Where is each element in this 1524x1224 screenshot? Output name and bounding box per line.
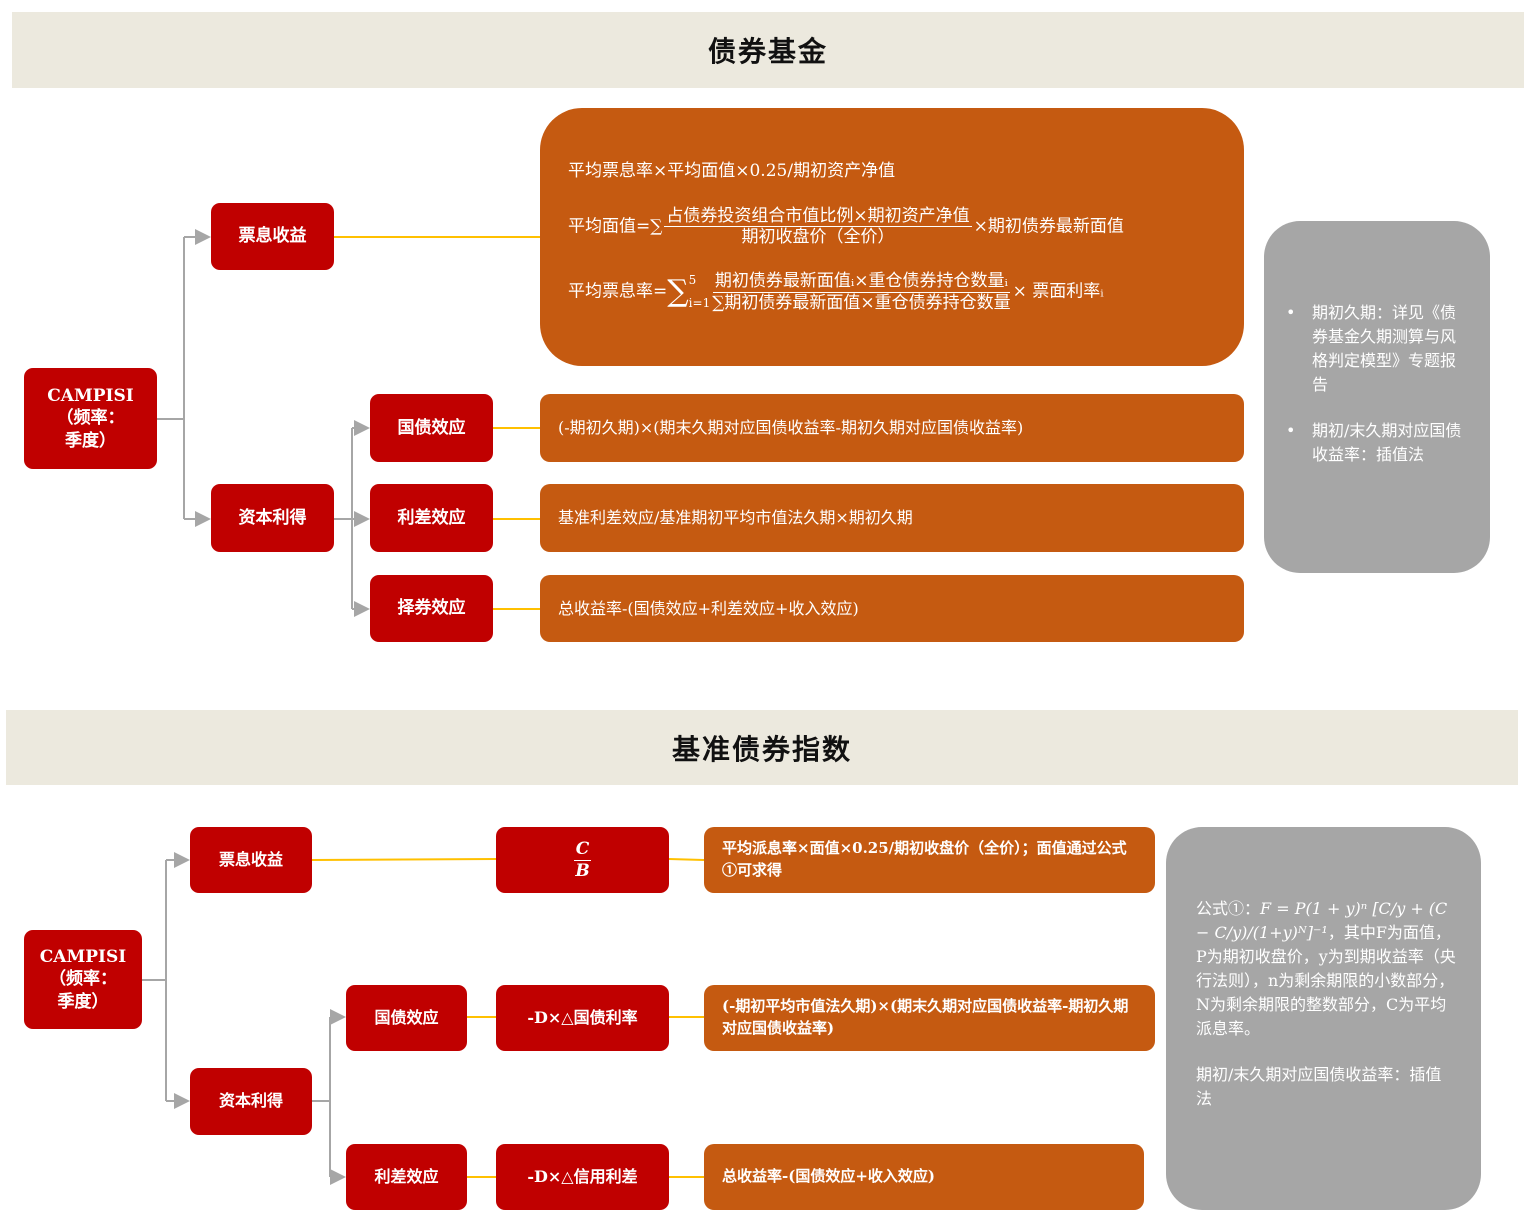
denominator: 期初收盘价（全价）: [741, 227, 895, 248]
root-line: （频率：: [56, 408, 125, 429]
coupon-formula-box: 平均票息率×平均面值×0.25/期初资产净值 平均面值=∑占债券投资组合市值比例…: [540, 108, 1244, 366]
campisi-root-node: CAMPISI（频率：季度）: [24, 368, 157, 469]
sum-lower: i=1: [688, 296, 711, 311]
note-item: • 期初/末久期对应国债收益率：插值法: [1286, 419, 1462, 467]
treasury-effect-node: 国债效应: [370, 394, 493, 462]
formula-text: 平均面值=∑: [568, 216, 663, 237]
bullet: •: [1286, 421, 1296, 440]
note-item: • 期初久期：详见《债券基金久期测算与风格判定模型》专题报告: [1286, 301, 1462, 397]
section-header-benchmark-index: 基准债券指数: [6, 710, 1518, 785]
credit-spread-change-node: -D×△信用利差: [496, 1144, 669, 1210]
spread-effect-node: 利差效应: [370, 484, 493, 552]
coupon-formula-box: 平均派息率×面值×0.25/期初收盘价（全价）；面值通过公式①可求得: [704, 827, 1155, 893]
formula-note: 公式①：F = P(1 + y)ⁿ [C/y + (C − C/y)/(1+y)…: [1196, 897, 1457, 1041]
root-line: 季度）: [64, 430, 116, 451]
formula-text: 平均票息率=: [568, 281, 668, 302]
formula-text: ×期初债券最新面值: [973, 216, 1124, 237]
connector: [157, 237, 185, 519]
note-text: 期初久期：详见《债券基金久期测算与风格判定模型》专题报告: [1312, 303, 1457, 394]
sum-upper: 5: [688, 273, 697, 288]
face-value-formula: F = P(1 + y)ⁿ [C/y + (C − C/y)/(1+y)ᴺ]⁻¹: [1196, 899, 1448, 942]
root-line: （频率：: [48, 969, 117, 990]
formula-line: 平均票息率×平均面值×0.25/期初资产净值: [568, 160, 896, 181]
coupon-income-node: 票息收益: [211, 203, 334, 270]
formula-explanation: ，其中F为面值，P为期初收盘价，y为到期收益率（央行法则），n为剩余期限的小数部…: [1196, 923, 1456, 1038]
spread-effect-formula: 总收益率-(国债效应+收入效应): [704, 1144, 1144, 1210]
denominator: ∑期初债券最新面值×重仓债券持仓数量: [712, 292, 1011, 313]
treasury-effect-formula: (-期初平均市值法久期)×(期末久期对应国债收益率-期初久期对应国债收益率): [704, 985, 1155, 1051]
link-line: [668, 858, 705, 861]
capital-gain-node: 资本利得: [190, 1068, 312, 1135]
note-text: 期初/末久期对应国债收益率：插值法: [1196, 1065, 1442, 1108]
treasury-effect-node: 国债效应: [346, 985, 467, 1051]
fraction: 占债券投资组合市值比例×期初资产净值期初收盘价（全价）: [664, 205, 972, 248]
coupon-income-node: 票息收益: [190, 827, 312, 893]
campisi-root-node: CAMPISI（频率：季度）: [24, 930, 142, 1029]
selection-effect-node: 择券效应: [370, 575, 493, 642]
section-title: 基准债券指数: [671, 732, 852, 766]
treasury-effect-formula: (-期初久期)×(期末久期对应国债收益率-期初久期对应国债收益率): [540, 394, 1244, 462]
note-text: 期初/末久期对应国债收益率：插值法: [1312, 421, 1462, 464]
numerator: 占债券投资组合市值比例×期初资产净值: [664, 205, 972, 228]
notes-box-bottom: 公式①：F = P(1 + y)ⁿ [C/y + (C − C/y)/(1+y)…: [1166, 827, 1481, 1210]
treasury-rate-change-node: -D×△国债利率: [496, 985, 669, 1051]
root-line: CAMPISI: [39, 947, 127, 968]
spread-effect-formula: 基准利差效应/基准期初平均市值法久期×期初久期: [540, 484, 1244, 552]
root-line: CAMPISI: [47, 386, 134, 407]
connector: [142, 860, 167, 1101]
formula-label: 公式①：: [1196, 899, 1261, 918]
sum-symbol: ∑: [667, 274, 689, 310]
connector: [312, 1017, 331, 1177]
numerator: 期初债券最新面值ᵢ×重仓债券持仓数量ᵢ: [712, 271, 1010, 293]
section-header-bond-fund: 债券基金: [12, 12, 1524, 88]
fraction: 期初债券最新面值ᵢ×重仓债券持仓数量ᵢ∑期初债券最新面值×重仓债券持仓数量: [712, 271, 1010, 313]
formula-line: 平均面值=∑占债券投资组合市值比例×期初资产净值期初收盘价（全价）×期初债券最新…: [568, 206, 1124, 248]
section-title: 债券基金: [707, 35, 828, 68]
capital-gain-node: 资本利得: [211, 484, 334, 552]
root-line: 季度）: [57, 991, 109, 1012]
connector: [334, 428, 353, 609]
link-line: [311, 858, 497, 861]
numerator: C: [573, 839, 592, 861]
notes-box-top: • 期初久期：详见《债券基金久期测算与风格判定模型》专题报告 • 期初/末久期对应国…: [1264, 221, 1490, 573]
bullet: •: [1286, 303, 1296, 322]
spread-effect-node: 利差效应: [346, 1144, 467, 1210]
denominator: B: [575, 860, 590, 881]
formula-text: × 票面利率ᵢ: [1012, 281, 1104, 302]
selection-effect-formula: 总收益率-(国债效应+利差效应+收入效应): [540, 575, 1244, 642]
